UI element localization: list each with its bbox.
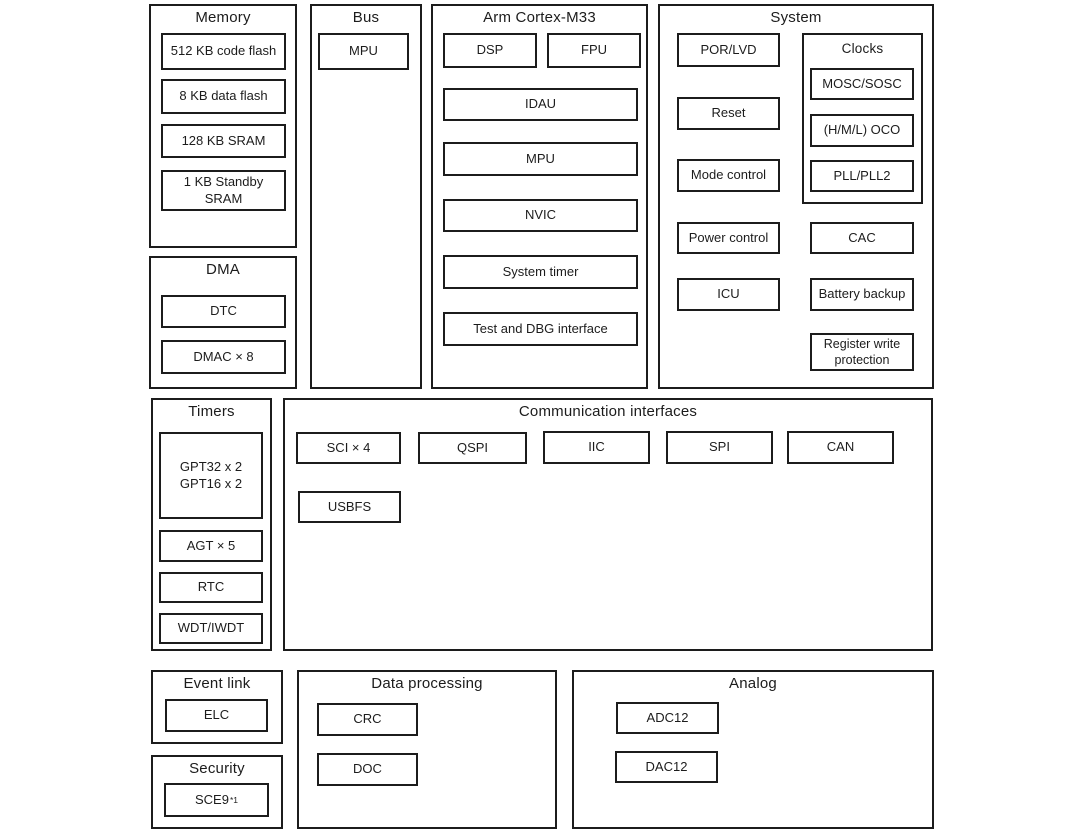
security-title: Security <box>189 760 245 777</box>
dma-box-dtc: DTC <box>161 295 286 328</box>
analog-title: Analog <box>729 675 777 692</box>
clocks-box-pll: PLL/PLL2 <box>810 160 914 192</box>
sce9-label: SCE9 <box>194 791 229 807</box>
dma-box-dmac: DMAC × 8 <box>161 340 286 374</box>
bus-box-mpu: MPU <box>318 33 409 70</box>
memory-box-standby-sram: 1 KB Standby SRAM <box>161 170 286 211</box>
system-title: System <box>770 9 822 26</box>
memory-box-sram: 128 KB SRAM <box>161 124 286 158</box>
cortex-box-idau: IDAU <box>443 88 638 121</box>
event-link-box-elc: ELC <box>165 699 268 732</box>
analog-box-dac12: DAC12 <box>615 751 718 783</box>
cortex-box-dsp: DSP <box>443 33 537 68</box>
comm-box-can: CAN <box>787 431 894 464</box>
system-box-icu: ICU <box>677 278 780 311</box>
system-box-power-control: Power control <box>677 222 780 254</box>
comm-box-iic: IIC <box>543 431 650 464</box>
comm-box-sci: SCI × 4 <box>296 432 401 464</box>
memory-box-data-flash: 8 KB data flash <box>161 79 286 114</box>
system-box-battery-backup: Battery backup <box>810 278 914 311</box>
event-link-title: Event link <box>183 675 251 692</box>
clocks-box-mosc-sosc: MOSC/SOSC <box>810 68 914 100</box>
timers-box-wdt: WDT/IWDT <box>159 613 263 644</box>
timers-title: Timers <box>188 403 235 420</box>
dma-title: DMA <box>206 261 240 278</box>
memory-box-code-flash: 512 KB code flash <box>161 33 286 70</box>
analog-box-adc12: ADC12 <box>616 702 719 734</box>
cortex-box-nvic: NVIC <box>443 199 638 232</box>
cortex-title: Arm Cortex-M33 <box>483 9 596 26</box>
clocks-box-oco: (H/M/L) OCO <box>810 114 914 147</box>
system-box-por-lvd: POR/LVD <box>677 33 780 67</box>
cortex-box-fpu: FPU <box>547 33 641 68</box>
clocks-title: Clocks <box>841 41 884 56</box>
data-processing-panel: Data processing <box>297 670 557 829</box>
bus-title: Bus <box>352 9 380 26</box>
data-processing-box-crc: CRC <box>317 703 418 736</box>
cortex-box-test-dbg: Test and DBG interface <box>443 312 638 346</box>
security-box-sce9: SCE9*1 <box>164 783 269 817</box>
system-box-reset: Reset <box>677 97 780 130</box>
system-box-cac: CAC <box>810 222 914 254</box>
cortex-box-system-timer: System timer <box>443 255 638 289</box>
data-processing-box-doc: DOC <box>317 753 418 786</box>
system-box-register-write-protection: Register write protection <box>810 333 914 371</box>
sce9-footnote-marker: *1 <box>229 794 238 805</box>
timers-box-rtc: RTC <box>159 572 263 603</box>
comm-box-qspi: QSPI <box>418 432 527 464</box>
comm-box-usbfs: USBFS <box>298 491 401 523</box>
comm-box-spi: SPI <box>666 431 773 464</box>
cortex-box-mpu: MPU <box>443 142 638 176</box>
memory-title: Memory <box>195 9 251 26</box>
comm-title: Communication interfaces <box>518 403 698 420</box>
timers-box-gpt: GPT32 x 2 GPT16 x 2 <box>159 432 263 519</box>
data-processing-title: Data processing <box>371 675 483 692</box>
system-box-mode-control: Mode control <box>677 159 780 192</box>
timers-box-agt: AGT × 5 <box>159 530 263 562</box>
analog-panel: Analog <box>572 670 934 829</box>
